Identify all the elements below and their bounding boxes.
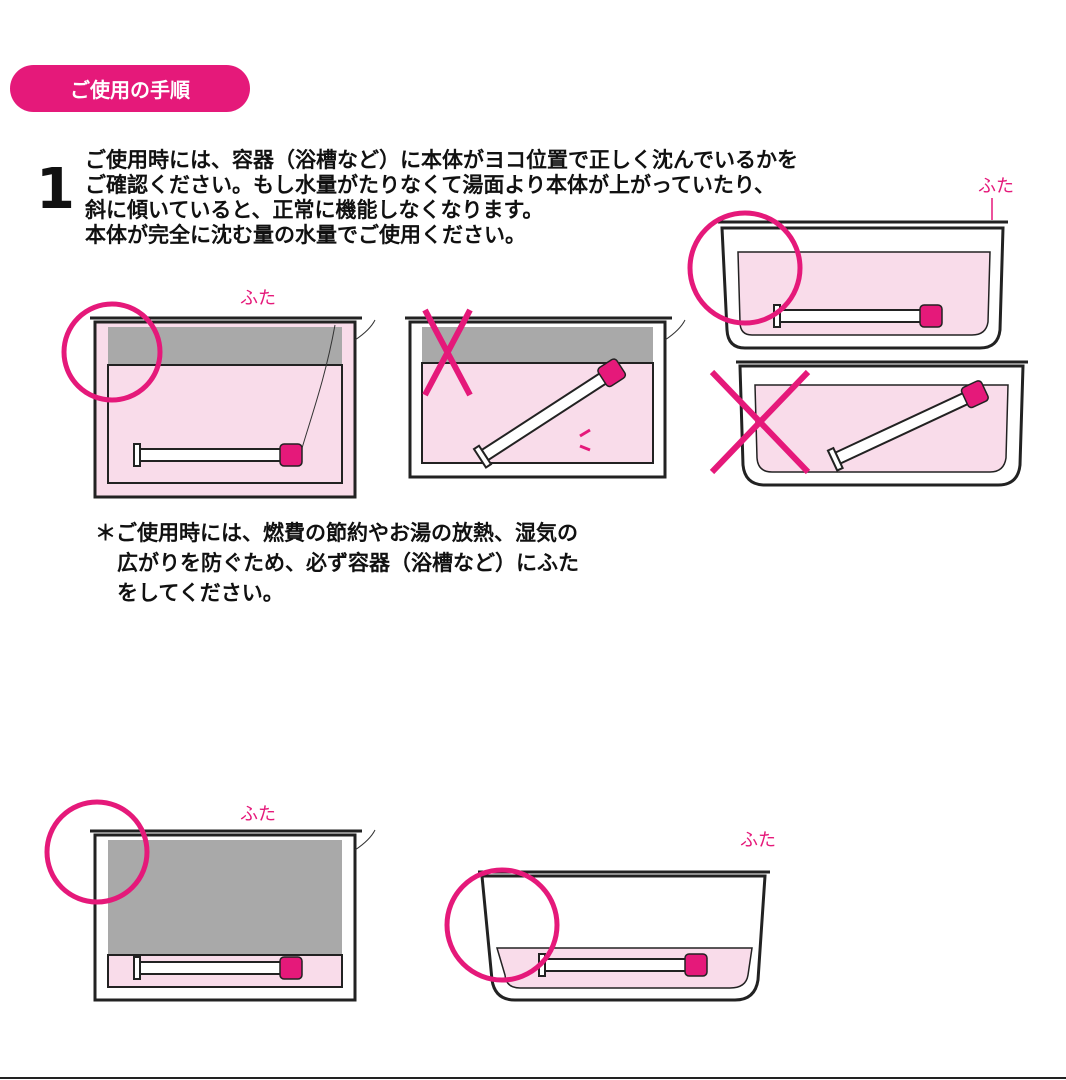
highlight-circle [444, 867, 560, 983]
wrong-x-icon [709, 369, 811, 475]
highlight-circle [687, 210, 803, 326]
lid-label: ふた [240, 288, 276, 309]
highlight-circle [44, 799, 150, 905]
step-line: ご確認ください。もし水量がたりなくて湯面より本体が上がっていたり、 [85, 173, 776, 197]
section-header: ご使用の手順 [10, 65, 250, 112]
highlight-circle [61, 301, 163, 403]
lid-label: ふた [240, 804, 276, 825]
tub-correct: ふた [687, 176, 1014, 350]
step-instructions: ご使用時には、容器（浴槽など）に本体がヨコ位置で正しく沈んでいるかを ご確認くだ… [85, 148, 798, 248]
note-line: をしてください。 [117, 581, 284, 605]
lid-note: ＊ご使用時には、燃費の節約やお湯の放熱、湿気の 広がりを防ぐため、必ず容器（浴槽… [95, 518, 579, 608]
note-line: ＊ご使用時には、燃費の節約やお湯の放熱、湿気の [95, 521, 578, 545]
tank-wrong-tilted [405, 308, 686, 479]
note-line: 広がりを防ぐため、必ず容器（浴槽など）にふた [117, 551, 579, 575]
lid-label: ふた [978, 176, 1014, 197]
step-line: 本体が完全に沈む量の水量でご使用ください。 [85, 223, 526, 247]
tank-correct: ふた [61, 288, 376, 499]
bottom-divider [0, 1077, 1066, 1079]
step-line: 斜に傾いていると、正常に機能しなくなります。 [85, 198, 544, 222]
wrong-x-icon [422, 308, 473, 397]
step-line: ご使用時には、容器（浴槽など）に本体がヨコ位置で正しく沈んでいるかを [85, 148, 798, 172]
step-number: 1 [36, 157, 75, 222]
lid-label: ふた [740, 830, 776, 851]
tub-wrong-tilted [709, 360, 1028, 487]
tank-bottom: ふた [44, 799, 376, 1002]
tub-bottom: ふた [444, 830, 776, 1002]
